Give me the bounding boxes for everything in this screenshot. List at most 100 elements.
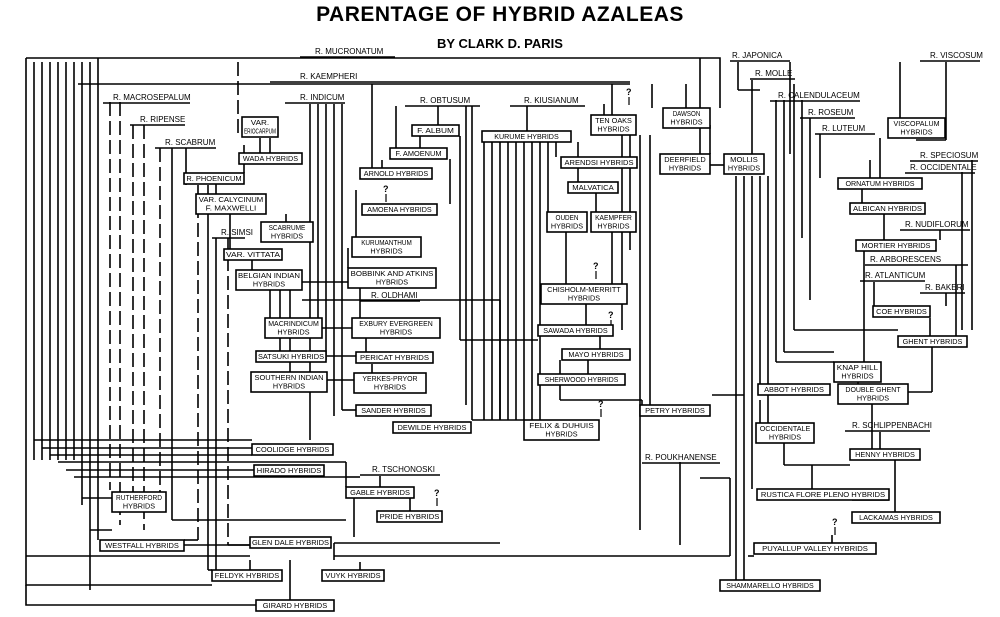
hybrid-label: HYBRIDS	[597, 222, 629, 231]
hybrid-box	[255, 599, 335, 612]
hybrid-label: YERKES-PRYOR	[362, 374, 417, 383]
hybrid-label: HYBRIDS	[374, 383, 406, 392]
hybrid-coe-hybrids: COE HYBRIDS	[872, 305, 931, 318]
hybrid-label: ERIOCARPUM	[244, 127, 276, 136]
connector-lines	[25, 57, 973, 606]
hybrid-feldyk-hybrids: FELDYK HYBRIDS	[211, 569, 283, 582]
hybrid-label: DOUBLE GHENT	[845, 385, 901, 394]
hybrid-box	[837, 383, 909, 405]
hybrid-box	[376, 510, 443, 523]
hybrid-label: COE HYBRIDS	[876, 307, 927, 316]
hybrid-label: HYBRIDS	[769, 433, 801, 442]
unknown-parent-mark: ?	[383, 184, 389, 194]
hybrid-box	[211, 569, 283, 582]
hybrid-label: SOUTHERN INDIAN	[255, 373, 324, 382]
hybrid-box	[235, 269, 303, 291]
species-r-poukhanense: R. POUKHANENSE	[645, 453, 717, 462]
hybrid-label: SATSUKI HYBRIDS	[258, 352, 324, 361]
hybrid-label: COOLIDGE HYBRIDS	[256, 445, 330, 454]
hybrid-box	[392, 421, 472, 434]
hybrid-label: FELIX & DUHUIS	[529, 421, 594, 430]
hybrid-dewilde-hybrids: DEWILDE HYBRIDS	[392, 421, 472, 434]
hybrid-label: HYBRIDS	[370, 247, 402, 256]
unknown-parent-mark: ?	[626, 87, 632, 97]
species-r-viscosum: R. VISCOSUM	[930, 51, 983, 60]
hybrid-label: MORTIER HYBRIDS	[862, 241, 931, 250]
hybrid-label: OUDEN	[556, 213, 579, 222]
species-r-luteum: R. LUTEUM	[822, 124, 865, 133]
hybrid-label: HYBRIDS	[728, 164, 760, 173]
hybrid-label: SANDER HYBRIDS	[361, 406, 426, 415]
hybrid-puyallup-valley-hybrids: PUYALLUP VALLEY HYBRIDS	[753, 542, 877, 555]
hybrid-hirado-hybrids: HIRADO HYBRIDS	[253, 464, 325, 477]
hybrid-label: HYBRIDS	[568, 294, 600, 303]
hybrid-label: PUYALLUP VALLEY HYBRIDS	[762, 544, 868, 553]
unknown-parent-mark: ?	[593, 261, 599, 271]
hybrid-var-vittata: VAR. VITTATA	[223, 248, 283, 261]
hybrid-box	[389, 147, 448, 160]
hybrid-box	[253, 464, 325, 477]
hybrid-box	[241, 116, 279, 138]
hybrid-label: VUYK HYBRIDS	[325, 571, 380, 580]
hybrid-label: SHAMMARELLO HYBRIDS	[726, 581, 814, 590]
hybrid-label: KURUME HYBRIDS	[494, 132, 559, 141]
hybrid-label: DEWILDE HYBRIDS	[398, 423, 467, 432]
hybrid-f-album: F. ALBUM	[411, 124, 460, 137]
hybrid-label: SAWADA HYBRIDS	[543, 326, 608, 335]
hybrid-box	[223, 248, 283, 261]
hybrid-box	[195, 193, 267, 215]
hybrid-box	[723, 153, 765, 175]
hybrid-box	[355, 404, 432, 417]
hybrid-label: F. ALBUM	[417, 126, 454, 135]
hybrid-box	[99, 539, 185, 552]
species-r-atlanticum: R. ATLANTICUM	[865, 271, 926, 280]
hybrid-sherwood-hybrids: SHERWOOD HYBRIDS	[537, 373, 626, 386]
hybrid-box	[872, 305, 931, 318]
hybrid-box	[347, 267, 437, 289]
hybrid-ghent-hybrids: GHENT HYBRIDS	[897, 335, 968, 348]
hybrid-label: KAEMPFER	[595, 213, 632, 222]
hybrid-box	[567, 181, 619, 194]
hybrid-label: WADA HYBRIDS	[243, 154, 298, 163]
hybrid-label: HYBRIDS	[277, 328, 309, 337]
hybrid-label: HYBRIDS	[857, 394, 889, 403]
hybrid-box	[561, 348, 631, 361]
hybrid-label: ORNATUM HYBRIDS	[846, 179, 915, 188]
hybrid-label: F. MAXWELLI	[206, 204, 257, 213]
hybrid-label: RUTHERFORD	[116, 493, 162, 502]
hybrid-label: HYBRIDS	[271, 232, 303, 241]
hybrid-henny-hybrids: HENNY HYBRIDS	[849, 448, 921, 461]
species-r-molle: R. MOLLE	[755, 69, 792, 78]
hybrid-box	[540, 283, 628, 305]
hybrid-lackamas-hybrids: LACKAMAS HYBRIDS	[851, 511, 941, 524]
connector-line	[25, 585, 256, 606]
hybrid-box	[753, 542, 877, 555]
species-r-arborescens: R. ARBORESCENS	[870, 255, 941, 264]
species-r-roseum: R. ROSEUM	[808, 108, 854, 117]
hybrid-label: MACRINDICUM	[268, 319, 319, 328]
hybrid-box	[355, 351, 434, 364]
hybrid-albican-hybrids: ALBICAN HYBRIDS	[849, 202, 926, 215]
hybrid-box	[255, 350, 327, 363]
hybrid-label: GLEN DALE HYBRIDS	[252, 538, 329, 547]
species-r-japonica: R. JAPONICA	[732, 51, 783, 60]
hybrid-box	[546, 211, 588, 233]
unknown-parent-mark: ?	[434, 488, 440, 498]
hybrid-sawada-hybrids: SAWADA HYBRIDS	[537, 324, 614, 337]
unknown-parent-mark: ?	[832, 517, 838, 527]
hybrid-label: ARENDSI HYBRIDS	[565, 158, 634, 167]
unknown-parent-mark: ?	[598, 399, 604, 409]
hybrid-label: BELGIAN INDIAN	[238, 271, 300, 280]
hybrid-sander-hybrids: SANDER HYBRIDS	[355, 404, 432, 417]
hybrid-label: RUSTICA FLORE PLENO HYBRIDS	[761, 490, 885, 499]
hybrid-label: HYBRIDS	[900, 128, 932, 137]
page-subtitle: BY CLARK D. PARIS	[437, 36, 563, 51]
hybrid-box	[755, 422, 815, 444]
